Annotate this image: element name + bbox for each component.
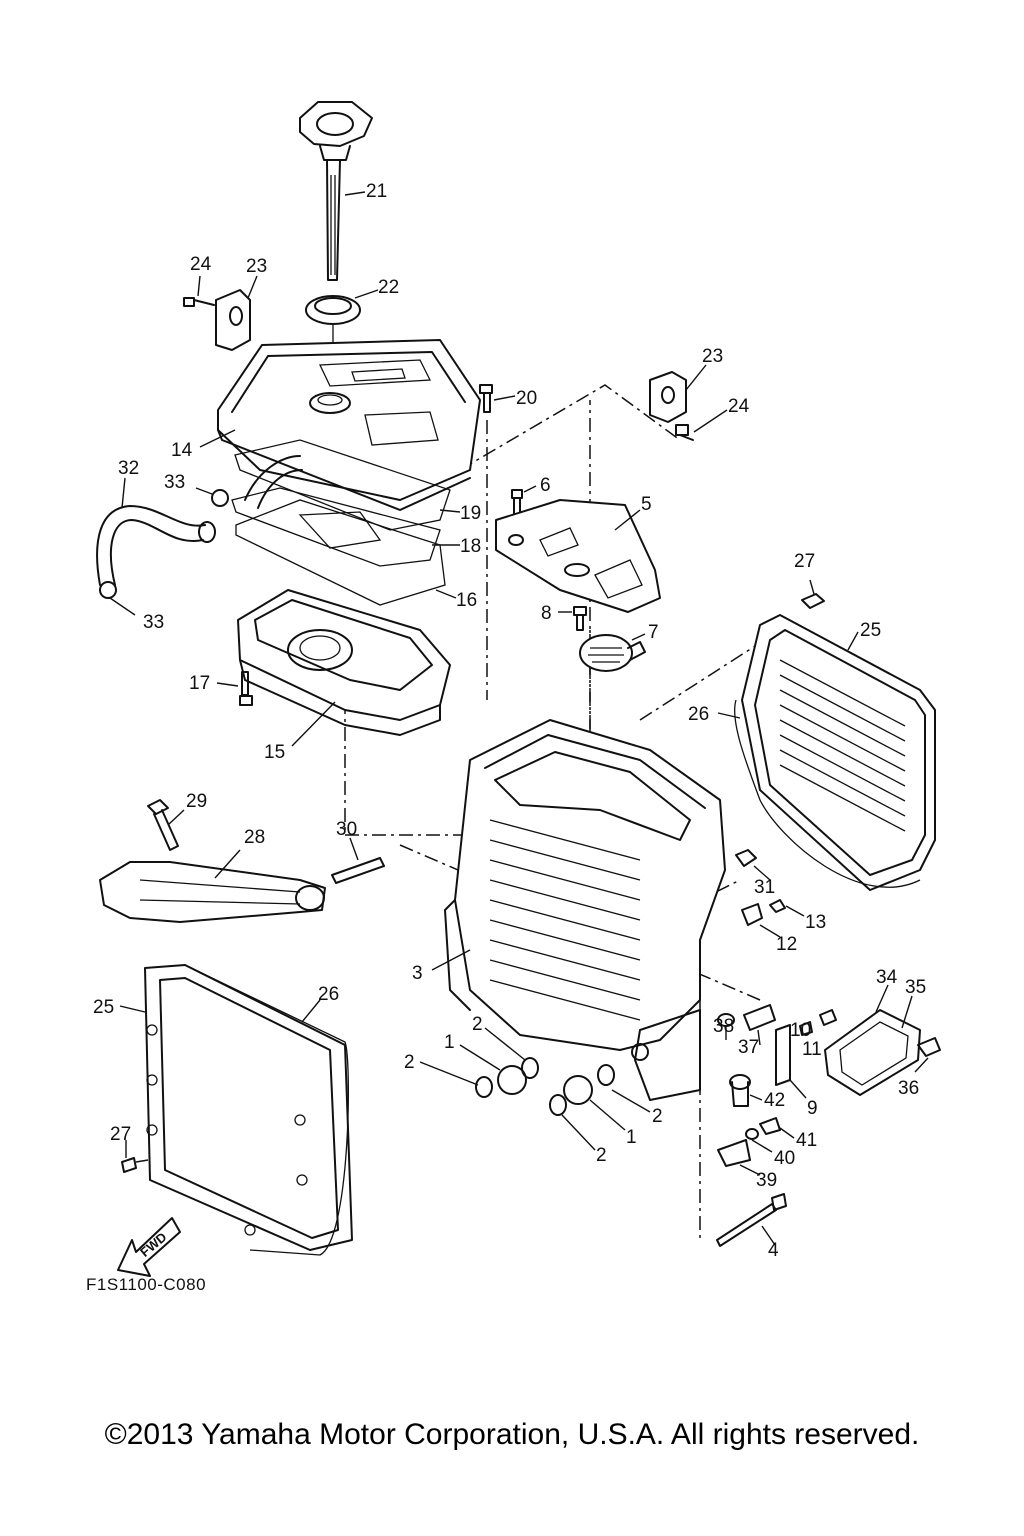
callout-2d: 2 xyxy=(596,1145,607,1166)
callout-19: 19 xyxy=(460,503,481,524)
anode-plug-set xyxy=(717,1074,795,1176)
head-cover xyxy=(199,339,481,511)
callout-31: 31 xyxy=(754,877,775,898)
diagram-code: F1S1100-C080 xyxy=(86,1275,207,1294)
callout-24a: 24 xyxy=(190,254,212,275)
callout-26b: 26 xyxy=(318,984,339,1005)
callout-40: 40 xyxy=(774,1148,795,1169)
long-bolt xyxy=(716,1193,787,1247)
callout-20: 20 xyxy=(516,388,537,409)
oil-strainer xyxy=(558,606,646,672)
callout-8: 8 xyxy=(541,603,552,624)
callout-2b: 2 xyxy=(404,1052,415,1073)
callout-2a: 2 xyxy=(472,1014,483,1035)
callout-37: 37 xyxy=(738,1037,759,1058)
cooling-fins xyxy=(779,659,906,832)
callout-34: 34 xyxy=(876,967,898,988)
callout-2c: 2 xyxy=(652,1106,663,1127)
callout-39: 39 xyxy=(756,1170,777,1191)
callout-1a: 1 xyxy=(444,1032,455,1053)
copyright-notice: ©2013 Yamaha Motor Corporation, U.S.A. A… xyxy=(104,1418,920,1451)
callout-29: 29 xyxy=(186,791,207,812)
callout-15: 15 xyxy=(264,742,285,763)
callout-38: 38 xyxy=(713,1016,734,1037)
callout-33a: 33 xyxy=(164,472,185,493)
callout-36: 36 xyxy=(898,1078,919,1099)
callout-22: 22 xyxy=(378,277,399,298)
callout-17: 17 xyxy=(189,673,210,694)
callout-6: 6 xyxy=(540,475,551,496)
callout-9: 9 xyxy=(807,1098,818,1119)
breather-hose xyxy=(96,455,303,616)
callout-4: 4 xyxy=(768,1240,779,1261)
callout-33b: 33 xyxy=(143,612,164,633)
callout-27b: 27 xyxy=(110,1124,131,1145)
callout-25a: 25 xyxy=(860,620,881,641)
baffle-plate xyxy=(495,485,661,613)
callout-23b: 23 xyxy=(702,346,723,367)
callout-35: 35 xyxy=(905,977,926,998)
callout-12: 12 xyxy=(776,934,797,955)
dipstick-oil-cap xyxy=(299,101,373,281)
exhaust-arm xyxy=(99,799,385,923)
small-parts-upper-right xyxy=(735,849,805,938)
callout-14: 14 xyxy=(171,440,193,461)
callout-27a: 27 xyxy=(794,551,815,572)
callout-21: 21 xyxy=(366,181,387,202)
callout-28: 28 xyxy=(244,827,265,848)
bracket-left xyxy=(183,275,258,351)
fwd-arrow-icon: FWD xyxy=(117,1217,181,1277)
exhaust-cover-left xyxy=(119,964,353,1256)
callout-41: 41 xyxy=(796,1130,817,1151)
callout-5: 5 xyxy=(641,494,652,515)
callout-18: 18 xyxy=(460,536,481,557)
callout-16: 16 xyxy=(456,590,477,611)
callout-23a: 23 xyxy=(246,256,267,277)
callout-42: 42 xyxy=(764,1090,785,1111)
block-fins xyxy=(489,819,641,1021)
exhaust-cover-right xyxy=(717,579,936,891)
callout-25b: 25 xyxy=(93,997,114,1018)
bolt-20 xyxy=(479,384,516,413)
callout-labels: 21 22 24 23 20 23 24 14 32 33 19 6 5 18 … xyxy=(93,181,926,1261)
gaskets xyxy=(231,439,461,606)
cylinder-block xyxy=(431,719,726,1101)
callout-1b: 1 xyxy=(626,1127,637,1148)
callout-3: 3 xyxy=(412,963,423,984)
bracket-right xyxy=(649,364,728,441)
callout-10: 10 xyxy=(790,1020,811,1041)
callout-24b: 24 xyxy=(728,396,750,417)
callout-7: 7 xyxy=(648,622,659,643)
oil-pan-top xyxy=(216,589,451,747)
callout-30: 30 xyxy=(336,819,357,840)
callout-32: 32 xyxy=(118,458,139,479)
callout-13: 13 xyxy=(805,912,826,933)
callout-11: 11 xyxy=(802,1039,822,1060)
anode-cover xyxy=(824,984,941,1096)
callout-26a: 26 xyxy=(688,704,709,725)
thermo-parts xyxy=(717,1004,837,1099)
grommets xyxy=(419,1027,651,1151)
